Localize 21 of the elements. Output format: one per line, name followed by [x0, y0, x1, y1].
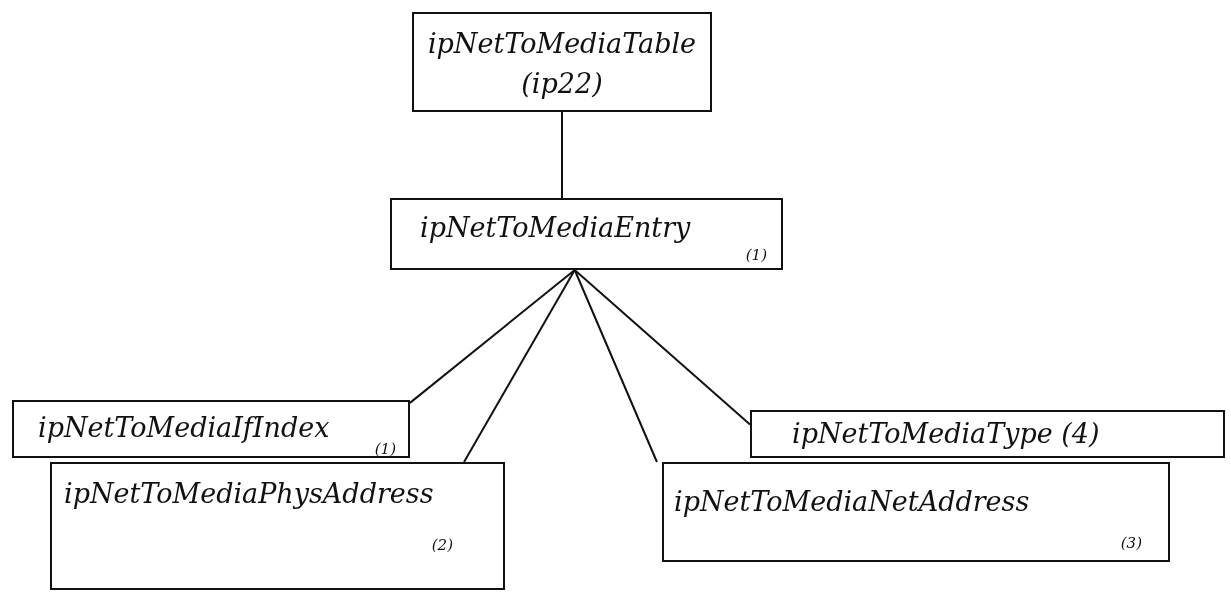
- node-box: [412, 12, 712, 112]
- node-box: [390, 198, 783, 270]
- node-box: [750, 410, 1225, 458]
- node-label: ipNetToMediaIfIndex: [38, 412, 330, 443]
- node-box: [50, 462, 505, 590]
- node-box: [662, 462, 1170, 562]
- index-number: (1): [745, 246, 767, 264]
- connector-line: [573, 269, 658, 463]
- node-label: ipNetToMediaNetAddress: [674, 486, 1030, 517]
- node-label: ipNetToMediaPhysAddress: [64, 478, 434, 509]
- index-number: (2): [431, 536, 453, 554]
- connector-line: [409, 269, 576, 404]
- connector-line: [463, 269, 576, 463]
- index-number: (1): [374, 440, 396, 458]
- node-label: ipNetToMediaEntry: [420, 212, 691, 243]
- connector-line: [573, 269, 751, 426]
- node-box: [12, 400, 410, 458]
- node-label: ipNetToMediaTable (ip22): [426, 27, 698, 101]
- node-label: ipNetToMediaType (4): [792, 418, 1100, 449]
- connector-line: [561, 111, 563, 199]
- index-number: (3): [1120, 534, 1142, 552]
